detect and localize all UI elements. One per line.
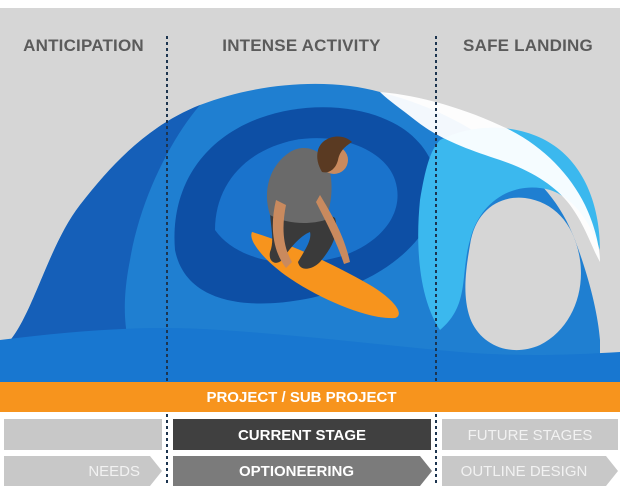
surfboard xyxy=(251,232,399,319)
wave-foam xyxy=(380,92,600,262)
needs-arrow xyxy=(4,456,162,486)
current-stage-block xyxy=(173,419,431,450)
previous-stage-block xyxy=(4,419,162,450)
needs-label: NEEDS xyxy=(88,463,140,480)
outline-design-arrow xyxy=(442,456,618,486)
optioneering-arrow xyxy=(173,456,432,486)
future-stage-block xyxy=(442,419,618,450)
current-stage-label: CURRENT STAGE xyxy=(237,427,367,444)
wave-curl xyxy=(465,197,581,351)
future-stages-label: FUTURE STAGES xyxy=(467,427,593,444)
water-surface xyxy=(0,328,620,382)
wave-shadow xyxy=(0,105,200,372)
phase-anticipation: ANTICIPATION xyxy=(23,36,144,55)
optioneering-label: OPTIONEERING xyxy=(238,463,354,480)
phase-intense-activity: INTENSE ACTIVITY xyxy=(222,36,381,55)
project-bar-label: PROJECT / SUB PROJECT xyxy=(206,389,397,406)
outline-design-label: OUTLINE DESIGN xyxy=(460,463,588,480)
phase-safe-landing: SAFE LANDING xyxy=(463,36,593,55)
project-bar xyxy=(0,382,620,412)
surfer-hair xyxy=(317,136,352,173)
surfer-arms xyxy=(272,195,350,268)
